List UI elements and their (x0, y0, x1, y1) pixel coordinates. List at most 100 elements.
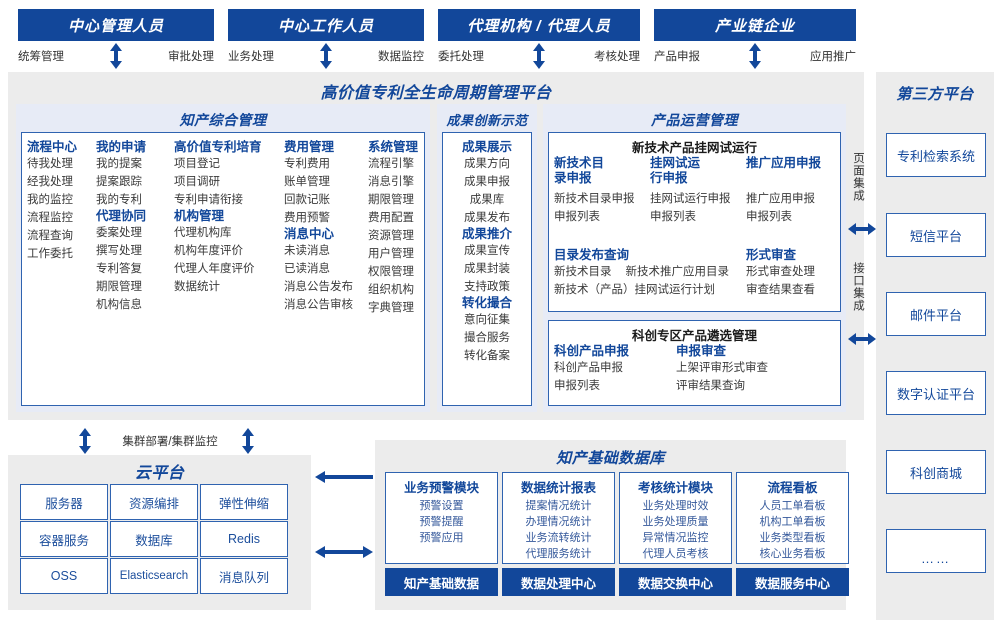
group-item[interactable]: 意向征集 (464, 314, 510, 326)
db-col-item[interactable]: 提案情况统计 (525, 500, 592, 512)
group-item[interactable]: 待我处理 (27, 158, 73, 170)
group-item[interactable]: 申报列表 (746, 211, 792, 223)
db-col-item[interactable]: 业务类型看板 (759, 532, 826, 544)
group-item[interactable]: 转化备案 (464, 350, 510, 362)
group-item[interactable]: 新技术（产品）挂网试运行计划 (554, 284, 715, 296)
group-item[interactable]: 期限管理 (96, 281, 142, 293)
cloud-tile-6[interactable]: OSS (20, 558, 108, 594)
group-head[interactable]: 机构管理 (174, 209, 225, 223)
group-head[interactable]: 科创产品申报 (554, 344, 630, 358)
database-footer-0[interactable]: 知产基础数据 (385, 568, 498, 596)
cloud-tile-3[interactable]: 容器服务 (20, 521, 108, 557)
db-col-item[interactable]: 预警提醒 (419, 516, 464, 528)
third-party-item-5[interactable]: …… (886, 529, 986, 573)
group-head[interactable]: 推广应用申报 (746, 156, 822, 170)
group-item[interactable]: 挂网试运行申报 (650, 193, 731, 205)
group-item[interactable]: 新技术目录申报 (554, 193, 635, 205)
group-item[interactable]: 成果封装 (464, 263, 510, 275)
group-item[interactable]: 工作委托 (27, 248, 73, 260)
db-col-item[interactable]: 核心业务看板 (759, 548, 826, 560)
db-col-head[interactable]: 数据统计报表 (520, 481, 596, 495)
group-head[interactable]: 费用管理 (284, 140, 335, 154)
group-head[interactable]: 系统管理 (368, 140, 419, 154)
db-col-item[interactable]: 机构工单看板 (759, 516, 826, 528)
group-head[interactable]: 流程中心 (27, 140, 78, 154)
group-item[interactable]: 撰写处理 (96, 245, 142, 257)
group-head[interactable]: 形式审查 (746, 248, 797, 262)
group-head[interactable]: 我的申请 (96, 140, 147, 154)
group-item[interactable]: 期限管理 (368, 194, 414, 206)
group-item[interactable]: 项目登记 (174, 158, 220, 170)
group-item[interactable]: 我的提案 (96, 158, 142, 170)
group-item[interactable]: 成果宣传 (464, 245, 510, 257)
group-head[interactable]: 成果推介 (461, 227, 512, 241)
db-col-item[interactable]: 异常情况监控 (642, 532, 709, 544)
group-item[interactable]: 委案处理 (96, 227, 142, 239)
group-item[interactable]: 上架评审形式审查 (676, 362, 768, 374)
group-item[interactable]: 回款记账 (284, 194, 330, 206)
group-head[interactable]: 申报审查 (676, 344, 727, 358)
group-item[interactable]: 流程查询 (27, 230, 73, 242)
group-item[interactable]: 资源管理 (368, 230, 414, 242)
db-col-item[interactable]: 业务流转统计 (525, 532, 592, 544)
cloud-tile-1[interactable]: 资源编排 (110, 484, 198, 520)
group-head[interactable]: 新技术目录申报 (554, 156, 605, 185)
group-head[interactable]: 目录发布查询 (554, 248, 630, 262)
group-item[interactable]: 审查结果查看 (746, 284, 815, 296)
group-item[interactable]: 形式审查处理 (746, 266, 815, 278)
group-item[interactable]: 字典管理 (368, 302, 414, 314)
group-item[interactable]: 申报列表 (650, 211, 696, 223)
group-item[interactable]: 我的专利 (96, 194, 142, 206)
db-col-item[interactable]: 预警应用 (419, 532, 464, 544)
actor-bar-2[interactable]: 代理机构 / 代理人员 (438, 9, 640, 41)
group-item[interactable]: 申报列表 (554, 380, 600, 392)
db-col-item[interactable]: 办理情况统计 (525, 516, 592, 528)
database-footer-3[interactable]: 数据服务中心 (736, 568, 849, 596)
group-item[interactable]: 账单管理 (284, 176, 330, 188)
group-item[interactable]: 用户管理 (368, 248, 414, 260)
cloud-tile-4[interactable]: 数据库 (110, 521, 198, 557)
database-footer-2[interactable]: 数据交换中心 (619, 568, 732, 596)
group-item[interactable]: 成果库 (469, 194, 505, 206)
db-col-head[interactable]: 业务预警模块 (403, 481, 479, 495)
group-item[interactable]: 费用配置 (368, 212, 414, 224)
group-item[interactable]: 项目调研 (174, 176, 220, 188)
group-head[interactable]: 代理协同 (96, 209, 147, 223)
group-item[interactable]: 数据统计 (174, 281, 220, 293)
group-item[interactable]: 科创产品申报 (554, 362, 623, 374)
group-item[interactable]: 支持政策 (464, 281, 510, 293)
database-footer-1[interactable]: 数据处理中心 (502, 568, 615, 596)
db-col-item[interactable]: 业务处理时效 (642, 500, 709, 512)
group-head[interactable]: 挂网试运行申报 (650, 156, 701, 185)
third-party-item-4[interactable]: 科创商城 (886, 450, 986, 494)
group-item[interactable]: 专利申请衔接 (174, 194, 243, 206)
group-item[interactable]: 消息公告发布 (284, 281, 353, 293)
group-item[interactable]: 推广应用申报 (746, 193, 815, 205)
group-item[interactable]: 新技术目录 (554, 266, 612, 278)
group-head[interactable]: 高价值专利培育 (174, 140, 262, 154)
third-party-item-2[interactable]: 邮件平台 (886, 292, 986, 336)
group-item[interactable]: 新技术推广应用目录 (625, 266, 730, 278)
cloud-tile-8[interactable]: 消息队列 (200, 558, 288, 594)
cloud-tile-7[interactable]: Elasticsearch (110, 558, 198, 594)
cloud-tile-0[interactable]: 服务器 (20, 484, 108, 520)
group-item[interactable]: 机构年度评价 (174, 245, 243, 257)
group-item[interactable]: 未读消息 (284, 245, 330, 257)
group-item[interactable]: 已读消息 (284, 263, 330, 275)
group-head[interactable]: 转化撮合 (461, 296, 512, 310)
group-item[interactable]: 提案跟踪 (96, 176, 142, 188)
group-item[interactable]: 专利答复 (96, 263, 142, 275)
group-item[interactable]: 费用预警 (284, 212, 330, 224)
third-party-item-3[interactable]: 数字认证平台 (886, 371, 986, 415)
third-party-item-1[interactable]: 短信平台 (886, 213, 986, 257)
group-item[interactable]: 评审结果查询 (676, 380, 745, 392)
group-item[interactable]: 代理机构库 (174, 227, 232, 239)
group-item[interactable]: 成果方向 (464, 158, 510, 170)
db-col-item[interactable]: 代理服务统计 (525, 548, 592, 560)
group-item[interactable]: 代理人年度评价 (174, 263, 255, 275)
actor-bar-1[interactable]: 中心工作人员 (228, 9, 424, 41)
db-col-head[interactable]: 考核统计模块 (637, 481, 713, 495)
db-col-item[interactable]: 代理人员考核 (642, 548, 709, 560)
group-item[interactable]: 成果发布 (464, 212, 510, 224)
group-item[interactable]: 申报列表 (554, 211, 600, 223)
